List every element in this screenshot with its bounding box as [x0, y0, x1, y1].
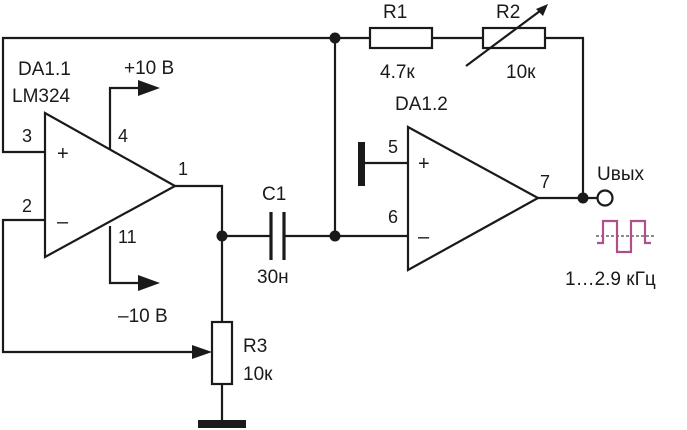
junction-output [577, 192, 589, 204]
r2-variable-arrow-line [465, 7, 545, 67]
da11-pin-plus: 3 [22, 126, 32, 146]
da12-minus-sign: – [418, 226, 430, 248]
da12-pin-out: 7 [540, 172, 550, 192]
da11-plus-sign: + [57, 143, 69, 165]
c1-designator: C1 [262, 184, 286, 205]
r3-value: 10к [243, 364, 273, 385]
da12-plus-sign: + [418, 153, 430, 175]
da11-pin-vpos: 4 [118, 126, 128, 146]
square-waveform-icon [597, 219, 651, 254]
wire-r2-to-output [545, 36, 585, 198]
output-frequency: 1…2.9 кГц [565, 269, 656, 290]
da12-pin-plus: 5 [388, 137, 398, 157]
vneg-label: –10 В [118, 306, 168, 327]
resistor-r1 [368, 26, 434, 50]
junction-top [329, 32, 341, 44]
wires [1, 36, 598, 422]
vpos-label: +10 В [124, 58, 174, 79]
opamp-da11: + – [43, 111, 178, 259]
wire-da11-out [175, 184, 224, 322]
output-terminal [596, 189, 614, 207]
potentiometer-r3 [210, 320, 234, 386]
output-label: Uвых [597, 164, 644, 185]
pin5-ground-bar [358, 142, 365, 186]
r2-value: 10к [506, 62, 536, 83]
r2-designator: R2 [496, 2, 520, 23]
da11-part: LM324 [12, 86, 71, 107]
r1-value: 4.7к [380, 62, 415, 83]
r2-variable-arrow-icon [536, 4, 548, 16]
wire-vneg [108, 226, 140, 285]
da11-pin-out: 1 [178, 159, 188, 179]
wire-top-left [1, 36, 335, 154]
opamp-da11-body [43, 111, 178, 259]
r3-designator: R3 [243, 336, 267, 357]
opamp-da12: + – [406, 125, 541, 272]
da11-pin-minus: 2 [22, 196, 32, 216]
da11-designator: DA1.1 [18, 59, 71, 80]
opamp-da12-body [406, 125, 541, 272]
da11-pin-vneg: 11 [118, 227, 137, 247]
wire-vpos [108, 86, 140, 150]
r1-designator: R1 [383, 2, 407, 23]
c1-value: 30н [257, 267, 289, 288]
vneg-arrow-icon [138, 275, 160, 291]
ground-symbol [198, 420, 246, 428]
vpos-arrow-icon [138, 80, 160, 96]
da12-designator: DA1.2 [395, 94, 448, 115]
da12-pin-minus: 6 [388, 207, 398, 227]
r3-wiper-arrow-icon [192, 345, 212, 359]
junction-pin6 [329, 230, 341, 242]
da11-minus-sign: – [57, 211, 69, 233]
junction-da11-out [216, 230, 228, 242]
wire-pin2 [1, 218, 195, 354]
